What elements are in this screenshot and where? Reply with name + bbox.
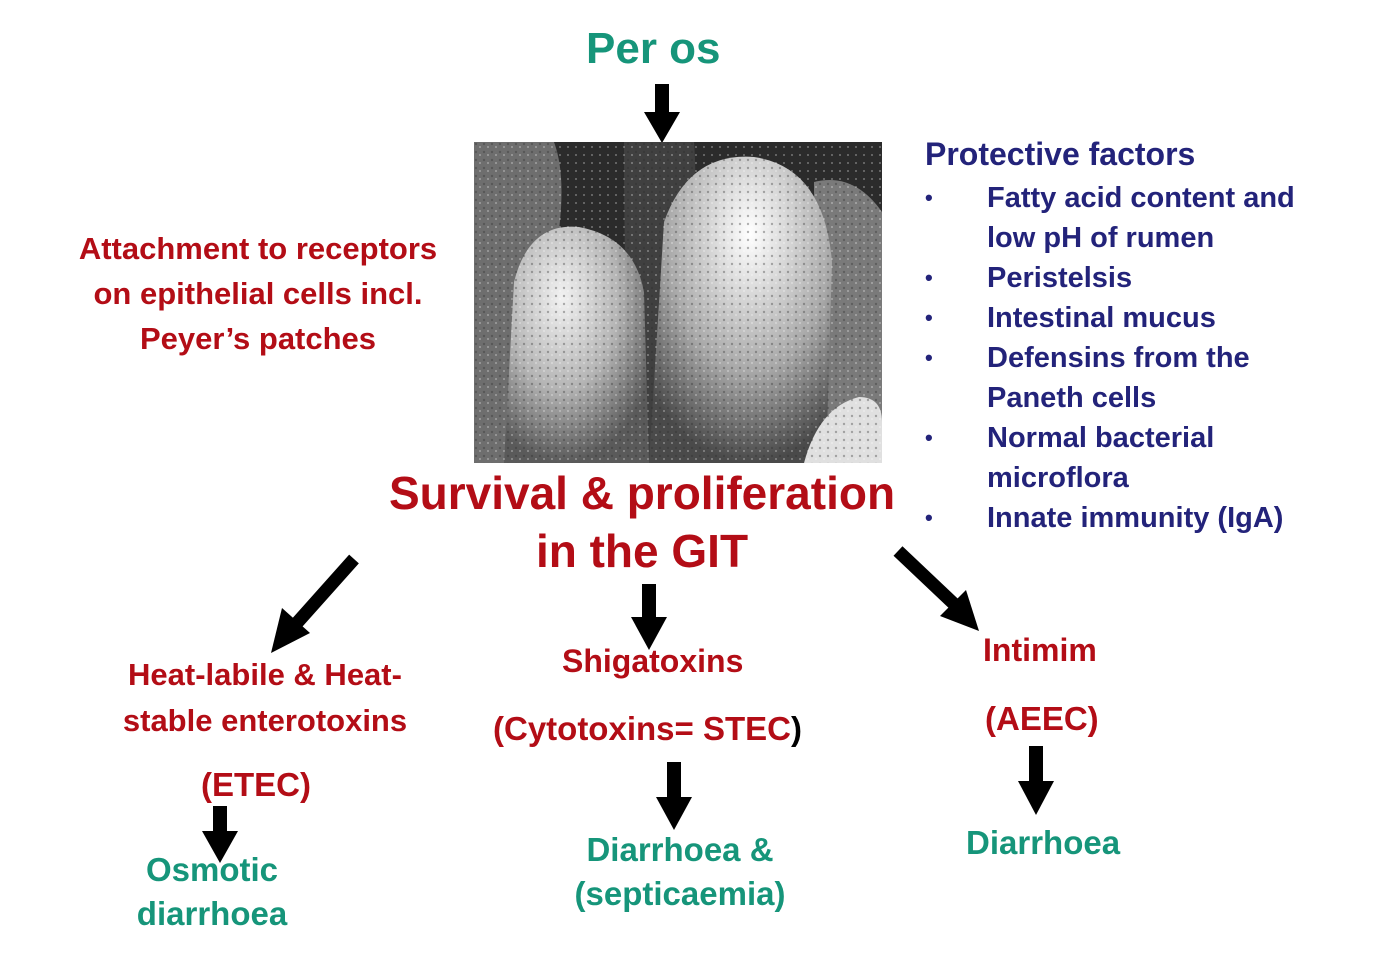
arrow-etec-to-osmotic — [202, 806, 238, 863]
etec-label: (ETEC) — [201, 766, 311, 803]
intimim-label: Intimim — [983, 632, 1097, 668]
diarrhoea-septicaemia-line-1: Diarrhoea & — [586, 831, 774, 868]
shigatoxins-label: Shigatoxins — [562, 643, 744, 679]
arrow-to-enterotoxins — [271, 554, 359, 653]
stec-label-main: (Cytotoxins= STEC — [493, 710, 791, 747]
attachment-text: Attachment to receptors on epithelial ce… — [36, 226, 480, 361]
stec-label-paren: ) — [790, 710, 802, 747]
factor-item: Intestinal mucus — [925, 298, 1385, 338]
stec-label: (Cytotoxins= STEC) — [493, 710, 802, 748]
protective-factors-title: Protective factors — [925, 136, 1196, 172]
attachment-line-2: on epithelial cells incl. — [93, 276, 423, 311]
enterotoxins-line-2: stable enterotoxins — [122, 703, 408, 738]
center-line-2: in the GIT — [535, 525, 749, 577]
enterotoxins-line-1: Heat-labile & Heat- — [128, 657, 402, 692]
factor-item: Peristelsis — [925, 258, 1385, 298]
osmotic-diarrhoea-text: Osmotic diarrhoea — [100, 848, 324, 936]
diarrhoea-label: Diarrhoea — [966, 824, 1121, 861]
arrow-stec-to-diarrhoea — [656, 762, 692, 830]
center-line-1: Survival & proliferation — [388, 467, 896, 519]
factor-item: Innate immunity (IgA) — [925, 498, 1385, 538]
diarrhoea-septicaemia-text: Diarrhoea & (septicaemia) — [530, 828, 830, 916]
osmotic-line-1: Osmotic — [145, 851, 279, 888]
attachment-line-3: Peyer’s patches — [139, 321, 377, 356]
osmotic-line-2: diarrhoea — [136, 895, 288, 932]
arrow-to-intimim — [893, 546, 979, 631]
enterotoxins-text: Heat-labile & Heat- stable enterotoxins — [70, 652, 460, 744]
attachment-line-1: Attachment to receptors — [78, 231, 438, 266]
arrow-per-os-down — [644, 84, 680, 143]
survival-proliferation-text: Survival & proliferation in the GIT — [340, 464, 944, 580]
per-os-label: Per os — [586, 24, 721, 73]
arrow-aeec-to-diarrhoea — [1018, 746, 1054, 815]
arrow-to-shigatoxins — [631, 584, 667, 650]
intestinal-villi-micrograph — [474, 142, 882, 463]
diarrhoea-septicaemia-line-2: (septicaemia) — [574, 875, 786, 912]
aeec-label: (AEEC) — [985, 700, 1099, 737]
